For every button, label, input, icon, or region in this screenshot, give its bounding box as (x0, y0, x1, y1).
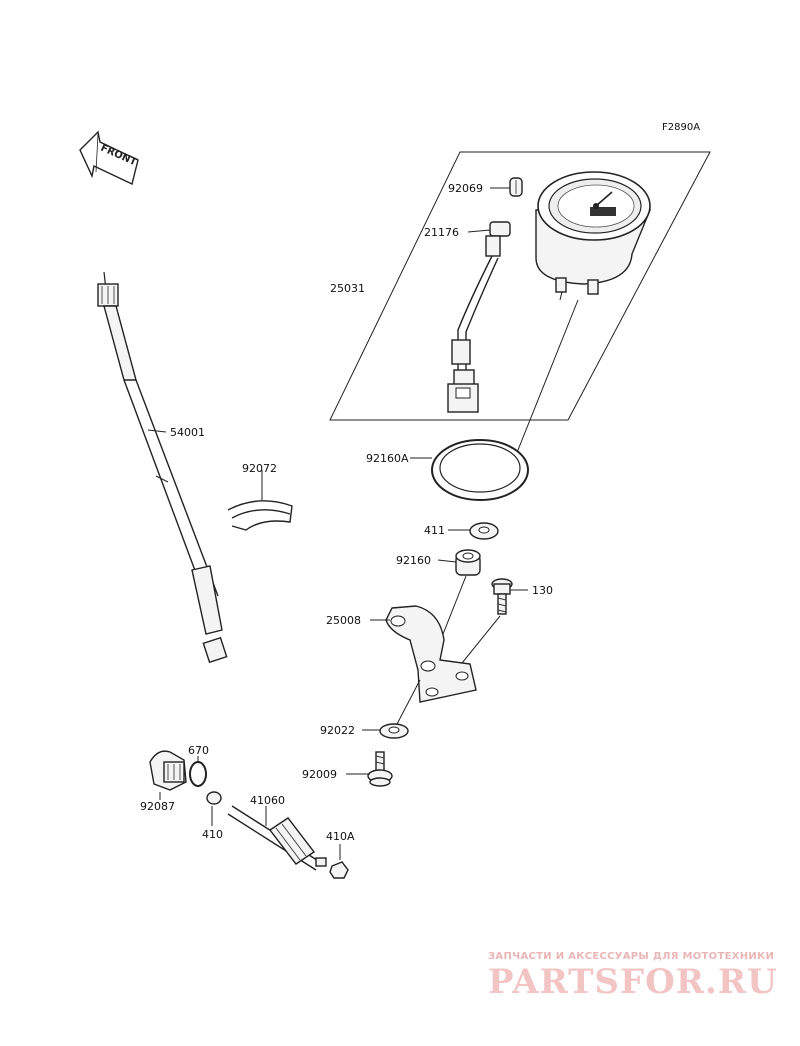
washer-92022 (379, 723, 409, 739)
grommet-92160 (455, 549, 481, 576)
label-670: 670 (188, 744, 209, 757)
label-130: 130 (532, 584, 553, 597)
watermark-tagline: ЗАПЧАСТИ И АКСЕССУАРЫ ДЛЯ МОТОТЕХНИКИ (488, 951, 775, 962)
washer-410 (206, 791, 222, 805)
label-92072: 92072 (242, 462, 277, 475)
label-54001: 54001 (170, 426, 205, 439)
speedometer-cable-54001 (97, 271, 228, 664)
nut-410A (329, 861, 349, 879)
clamp-92072 (227, 500, 293, 531)
label-410: 410 (202, 828, 223, 841)
drive-gear-41060 (227, 805, 327, 871)
bolt-130 (491, 578, 513, 615)
label-411: 411 (424, 524, 445, 537)
speedometer-gauge (535, 171, 652, 301)
figure-code: F2890A (662, 122, 700, 133)
label-41060: 41060 (250, 794, 285, 807)
leader-lines (147, 187, 528, 860)
screw-92009 (367, 751, 393, 787)
gasket-92160A (431, 439, 529, 501)
watermark-brand: PARTSFOR.RU (488, 962, 778, 1002)
label-92087: 92087 (140, 800, 175, 813)
bracket-25008 (385, 605, 477, 703)
washer-411 (469, 522, 499, 540)
label-92022: 92022 (320, 724, 355, 737)
bulb-92069 (509, 177, 523, 197)
front-arrow-icon: FRONT (79, 130, 139, 185)
label-92160A: 92160A (366, 452, 409, 465)
gear-housing-92087 (149, 750, 187, 791)
label-410A: 410A (326, 830, 355, 843)
label-92069: 92069 (448, 182, 483, 195)
oring-670 (189, 761, 207, 787)
label-21176: 21176 (424, 226, 459, 239)
harness-21176 (447, 221, 511, 413)
label-92009: 92009 (302, 768, 337, 781)
meter-assembly-outline (329, 151, 711, 421)
label-25031: 25031 (330, 282, 365, 295)
label-25008: 25008 (326, 614, 361, 627)
label-92160: 92160 (396, 554, 431, 567)
